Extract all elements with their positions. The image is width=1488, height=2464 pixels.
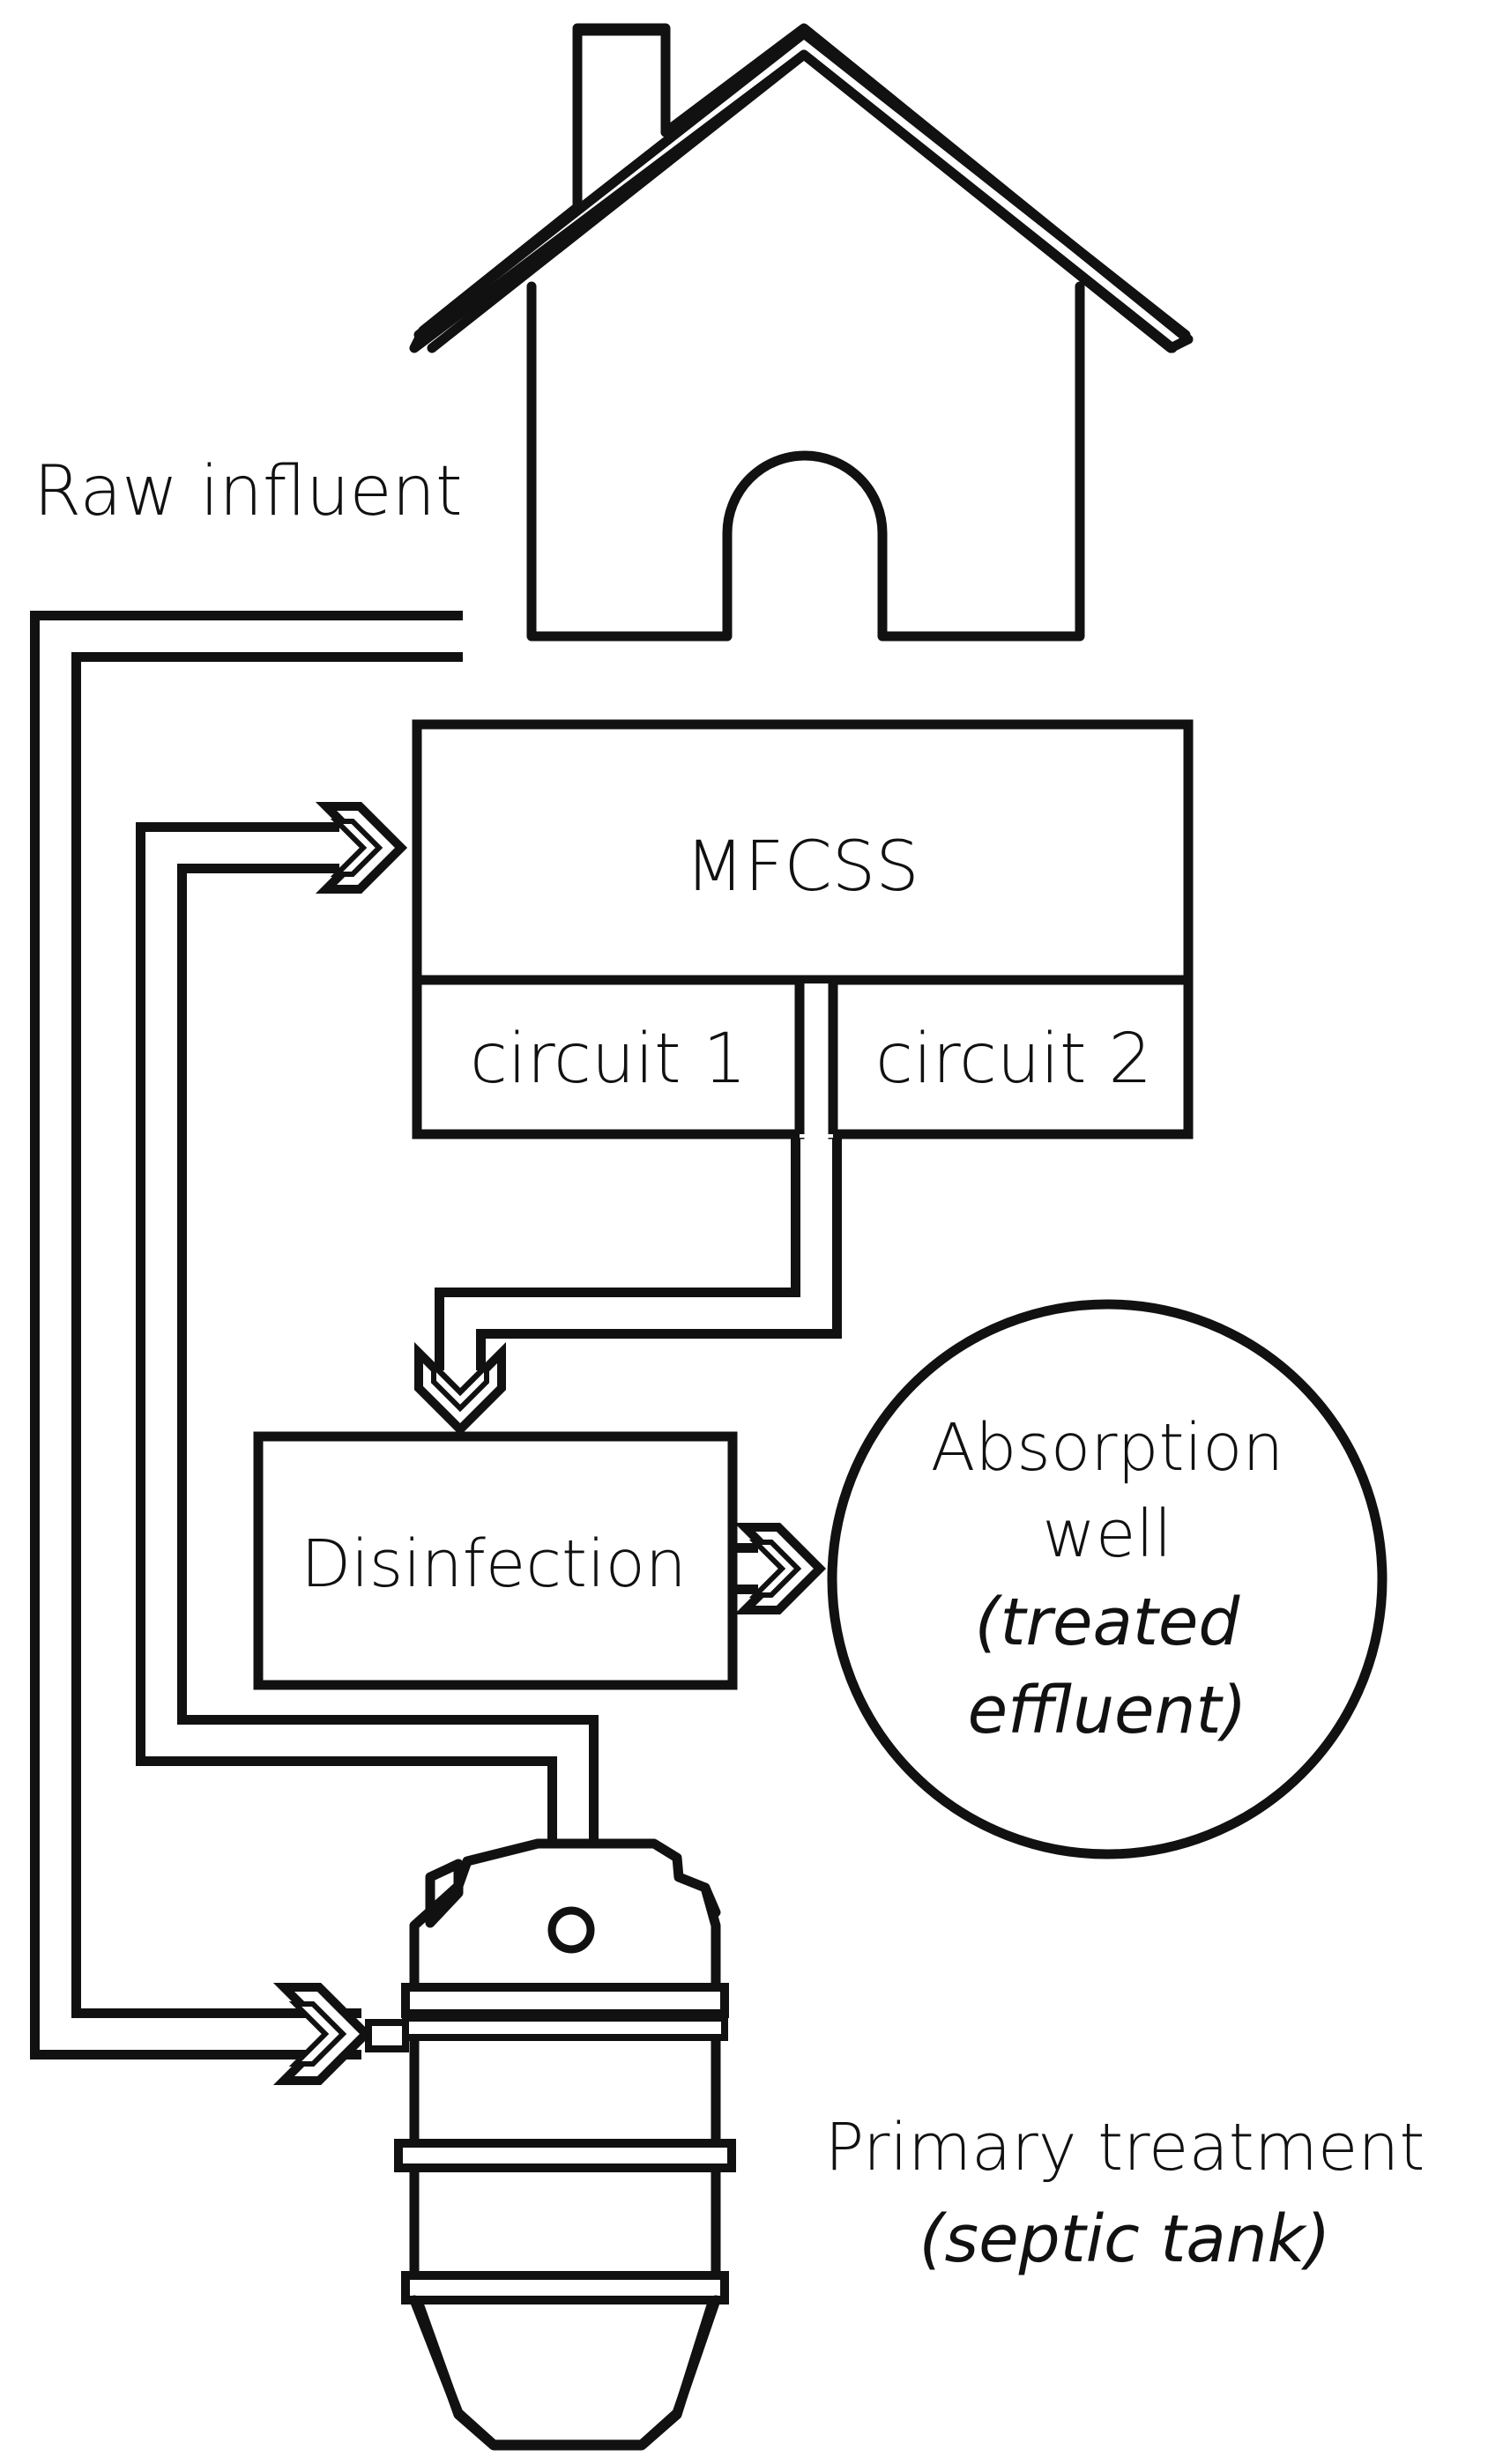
disinfection-label: Disinfection	[301, 1526, 687, 1602]
circuit-1-box	[412, 975, 805, 1139]
mfcss-label: MFCSS	[685, 828, 919, 907]
circuit-1-label: circuit 1	[470, 1020, 747, 1099]
mfcss-unit	[412, 719, 1194, 1139]
absorption-well-note-line2: effluent)	[968, 1673, 1247, 1748]
raw-influent-label: Raw influent	[33, 452, 463, 531]
chevron-arrow-icon	[315, 802, 408, 894]
absorption-well-label-line1: Absorption	[931, 1410, 1284, 1486]
chevron-arrow-icon	[414, 1341, 506, 1436]
absorption-well-circle	[827, 1299, 1388, 1859]
disinfection-box	[253, 1431, 738, 1690]
mfcss-box	[412, 719, 1194, 985]
circuit-2-label: circuit 2	[875, 1020, 1152, 1099]
pipes	[30, 611, 842, 2060]
chevron-arrow-icon	[733, 1523, 827, 1614]
house-icon	[409, 23, 1194, 642]
circuit-2-box	[828, 975, 1194, 1139]
flow-arrows	[272, 802, 827, 2085]
chevron-arrow-icon	[272, 1983, 373, 2085]
primary-treatment-note: (septic tank)	[919, 2201, 1331, 2277]
primary-treatment-label: Primary treatment	[825, 2110, 1425, 2186]
absorption-well-note-line1: (treated	[975, 1585, 1241, 1660]
septic-tank-icon	[365, 1838, 736, 2451]
absorption-well-label-line2: well	[1042, 1496, 1172, 1572]
